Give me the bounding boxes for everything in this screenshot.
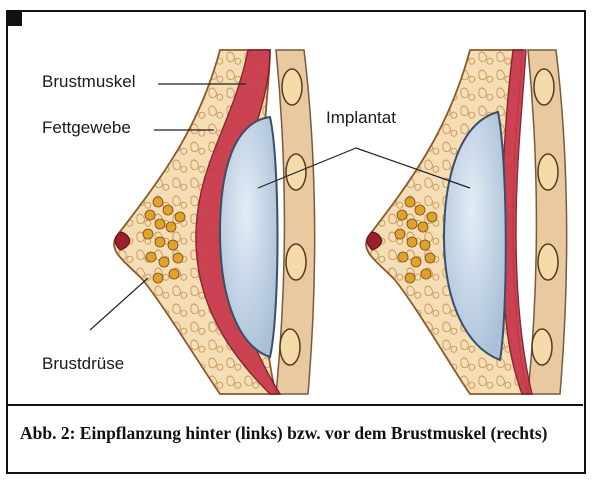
label-implantat: Implantat [326, 108, 396, 127]
left-implant [218, 115, 279, 359]
corner-mark [8, 12, 22, 26]
label-fettgewebe: Fettgewebe [42, 118, 131, 137]
leader-lines [89, 83, 471, 331]
right-nipple [366, 231, 383, 251]
right-breast-gland [394, 196, 438, 284]
right-implant [442, 110, 507, 362]
right-ribs [531, 68, 559, 366]
left-chest-wall [275, 49, 316, 395]
right-chest-wall [527, 49, 568, 395]
left-nipple [114, 231, 131, 251]
breast-implant-diagram [89, 49, 568, 395]
caption-divider [8, 404, 583, 406]
left-breast-gland [142, 196, 186, 284]
figure-caption: Abb. 2: Einpflanzung hinter (links) bzw.… [20, 423, 548, 443]
left-ribs [279, 68, 307, 366]
label-brustdruese: Brustdrüse [42, 354, 125, 373]
right-breast-diagram [365, 49, 568, 395]
label-brustmuskel: Brustmuskel [42, 72, 136, 91]
left-breast-diagram [113, 49, 316, 395]
figure-frame: Brustmuskel Fettgewebe Implantat Brustdr… [6, 10, 586, 474]
